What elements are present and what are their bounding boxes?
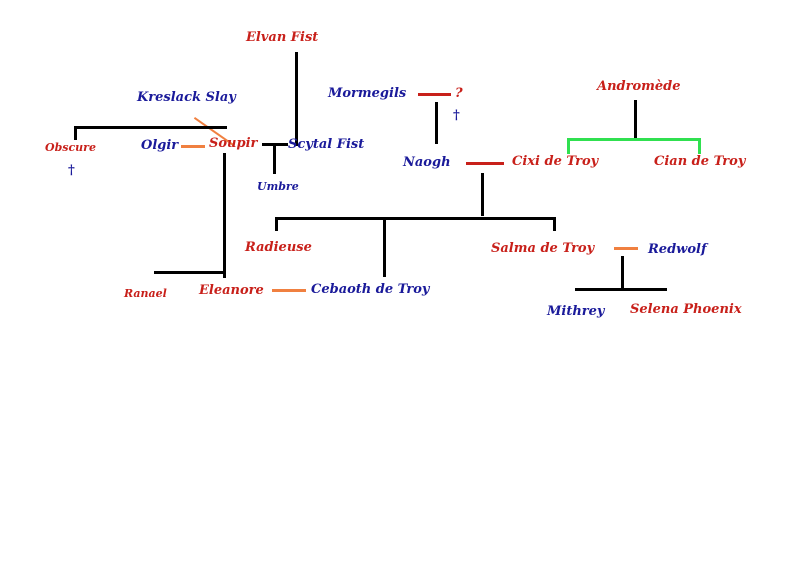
person-soupir: Soupir [209, 136, 258, 151]
line-andromede-down [634, 100, 637, 138]
line-couple-down [481, 173, 484, 216]
line-andromede-right [698, 138, 701, 154]
person-cixi-de-troy: Cixi de Troy [512, 154, 599, 169]
dagger-unknown-icon: † [453, 108, 460, 123]
line-salma-redwolf [614, 247, 638, 250]
person-obscure: Obscure [45, 141, 96, 154]
person-radieuse: Radieuse [245, 240, 312, 255]
person-olgir: Olgir [141, 138, 179, 153]
line-andromede-bar [567, 138, 701, 141]
dagger-obscure-icon: † [68, 163, 75, 178]
line-elvan-down [295, 52, 298, 146]
line-salma-children-bar [575, 288, 667, 291]
line-mormegils-unknown [418, 93, 451, 96]
person-salma-de-troy: Salma de Troy [491, 241, 595, 256]
person-cebaoth-de-troy: Cebaoth de Troy [311, 282, 430, 297]
person-unknown: ? [455, 86, 463, 101]
line-salma-down [553, 217, 556, 231]
person-cian-de-troy: Cian de Troy [654, 154, 746, 169]
line-obscure-bar [74, 126, 227, 129]
person-mormegils: Mormegils [328, 86, 407, 101]
person-mithrey: Mithrey [547, 304, 605, 319]
person-naogh: Naogh [403, 155, 451, 170]
line-andromede-left [567, 138, 570, 154]
person-eleanore: Eleanore [199, 283, 264, 298]
line-radieuse-down [275, 217, 278, 231]
line-naogh-cixi [466, 162, 504, 165]
person-scytal-fist: Scytal Fist [288, 137, 365, 152]
person-umbre: Umbre [257, 180, 299, 193]
person-ranael: Ranael [124, 287, 167, 300]
line-olgir-soupir [181, 145, 205, 148]
line-middle-down [383, 217, 386, 277]
line-soupir-down [223, 153, 226, 278]
person-selena-phoenix: Selena Phoenix [630, 302, 742, 317]
line-eleanore-cebaoth [272, 289, 306, 292]
person-redwolf: Redwolf [648, 242, 707, 257]
line-salma-children-down [621, 256, 624, 288]
person-andromede: Andromède [597, 79, 681, 94]
line-children-bar [275, 217, 556, 220]
line-mormegils-down [435, 102, 438, 144]
line-umbre-up [273, 146, 276, 174]
person-elvan-fist: Elvan Fist [246, 30, 319, 45]
line-soupir-scytal [262, 143, 288, 146]
person-kreslack-slay: Kreslack Slay [137, 90, 236, 105]
line-obscure-down [74, 126, 77, 140]
line-ranael-bar [154, 271, 226, 274]
